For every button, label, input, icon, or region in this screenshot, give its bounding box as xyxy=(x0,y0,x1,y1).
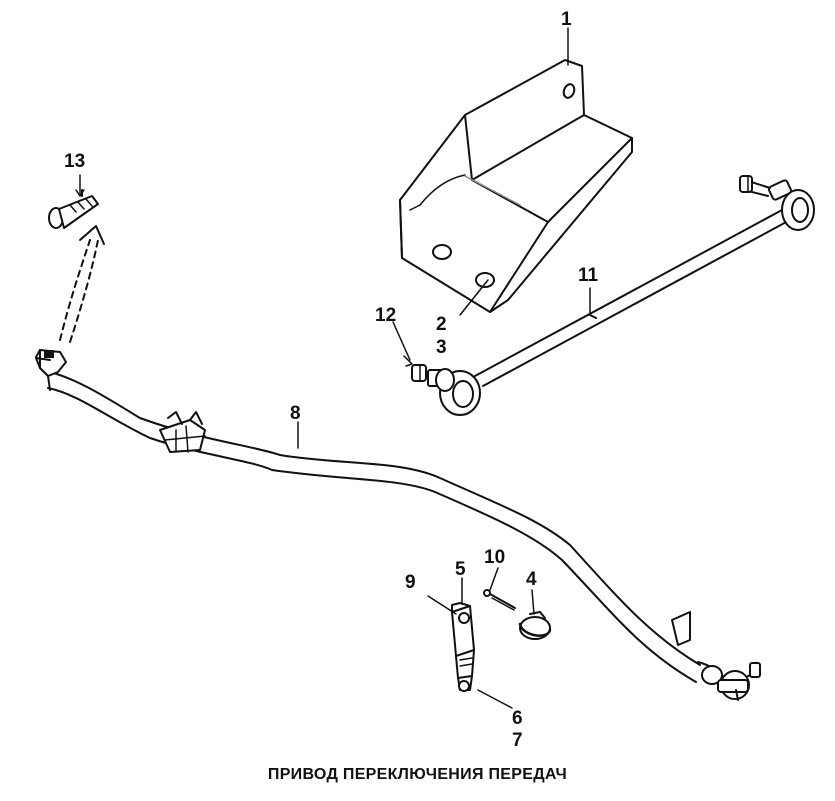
clevis-icon xyxy=(451,602,475,692)
leader-lines xyxy=(75,27,591,709)
leader-10 xyxy=(489,567,499,591)
callout-3: 3 xyxy=(436,337,447,358)
leader-6 xyxy=(477,689,513,709)
callout-6: 6 xyxy=(512,708,523,729)
callout-5: 5 xyxy=(455,559,466,580)
callout-10: 10 xyxy=(484,547,506,568)
shift-rod-icon xyxy=(35,349,761,701)
callout-11: 11 xyxy=(578,265,599,286)
callout-9: 9 xyxy=(405,572,416,593)
leader-12 xyxy=(392,321,411,361)
callout-12: 12 xyxy=(375,305,397,326)
leader-12-arrow xyxy=(403,355,413,367)
callout-1: 1 xyxy=(561,9,572,30)
assembly-arrow-icon xyxy=(59,225,105,343)
bolt-icon xyxy=(48,189,99,229)
leader-9 xyxy=(427,595,457,615)
callout-13: 13 xyxy=(64,151,86,172)
bracket-plate-icon xyxy=(399,59,633,313)
diagram-caption: ПРИВОД ПЕРЕКЛЮЧЕНИЯ ПЕРЕДАЧ xyxy=(267,766,568,783)
ball-joint-icon xyxy=(411,364,481,416)
leader-2 xyxy=(459,279,489,316)
callout-7: 7 xyxy=(512,730,523,751)
callout-2: 2 xyxy=(436,314,447,335)
callout-4: 4 xyxy=(526,569,537,590)
leader-4 xyxy=(531,589,535,615)
cotter-pin-icon xyxy=(483,589,516,611)
leader-13-arrow xyxy=(75,189,85,197)
link-rod-icon xyxy=(474,175,815,387)
callout-8: 8 xyxy=(290,403,301,424)
clamp-ring-icon xyxy=(518,611,552,640)
